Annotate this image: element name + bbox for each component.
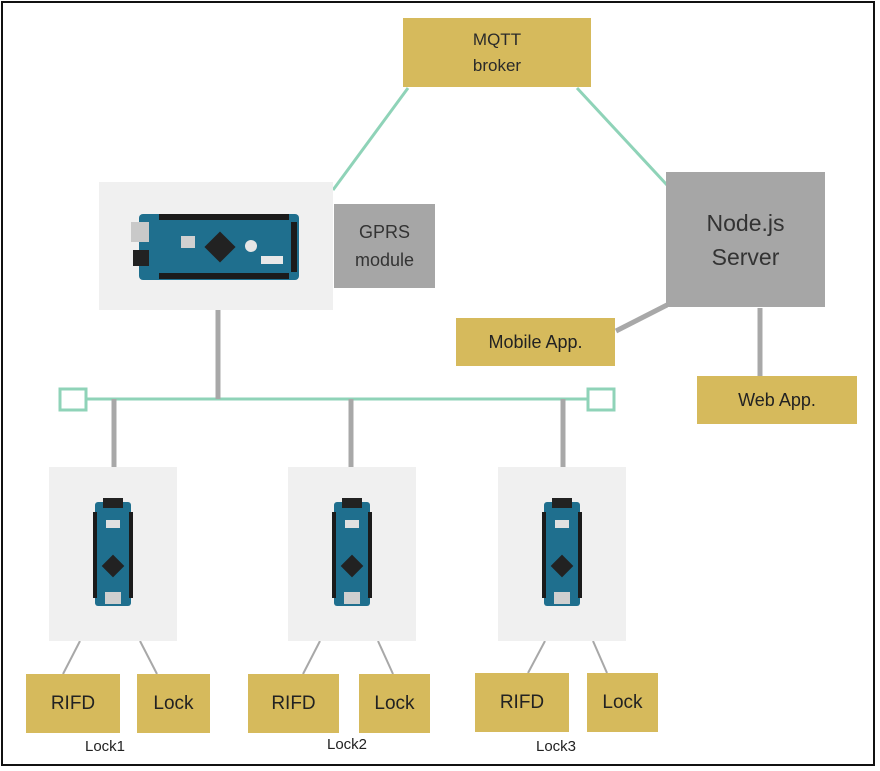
- link-lock1-lock: [139, 640, 158, 675]
- arduino-mega-panel: [99, 182, 333, 310]
- gprs-module-node: GPRS module: [334, 204, 435, 288]
- gprs-line1: GPRS: [358, 222, 410, 242]
- node-line1: Node.js: [706, 209, 785, 236]
- link-mqtt-node: [575, 86, 669, 187]
- arduino-nano-board-icon: [93, 498, 133, 606]
- lock1-caption: Lock1: [85, 738, 126, 755]
- rfid-node-1: RIFD: [26, 674, 120, 733]
- mqtt-broker-node: MQTT broker: [403, 18, 591, 87]
- lock-node-3: Lock: [587, 673, 658, 732]
- link-lock2-rfid: [302, 640, 321, 675]
- lock-label-2: Lock: [374, 692, 415, 714]
- rfid-label-3: RIFD: [499, 691, 545, 713]
- arduino-mega-board-icon: [131, 214, 299, 280]
- link-arduino-mqtt: [331, 87, 410, 191]
- link-lock1-rfid: [62, 640, 81, 675]
- node-line2: Server: [711, 243, 780, 270]
- rfid-label-2: RIFD: [271, 692, 316, 714]
- arduino-nano-board-icon: [332, 498, 372, 606]
- lock-label-1: Lock: [153, 692, 194, 714]
- arduino-nano-panel-1: [49, 467, 177, 641]
- lock-node-2: Lock: [359, 674, 430, 733]
- rfid-node-3: RIFD: [475, 673, 569, 732]
- bus-terminal-right: [586, 387, 616, 412]
- web-app-node: Web App.: [697, 376, 857, 424]
- mobile-app-node: Mobile App.: [456, 318, 615, 366]
- arduino-nano-panel-2: [288, 467, 416, 641]
- link-lock3-rfid: [527, 640, 546, 674]
- mobile-app-label: Mobile App.: [488, 331, 583, 352]
- arduino-nano-panel-3: [498, 467, 626, 641]
- lock3-caption: Lock3: [536, 738, 577, 755]
- gprs-line2: module: [354, 250, 415, 270]
- link-node-mobile: [614, 302, 669, 334]
- link-lock2-lock: [377, 640, 394, 675]
- link-lock3-lock: [592, 640, 608, 674]
- lock2-caption: Lock2: [327, 736, 368, 753]
- rfid-label-1: RIFD: [50, 692, 96, 714]
- lock-label-3: Lock: [602, 691, 643, 713]
- bus-terminal-left: [58, 387, 88, 412]
- web-app-label: Web App.: [738, 389, 816, 410]
- mqtt-broker-line2: broker: [472, 55, 522, 75]
- arduino-nano-board-icon: [542, 498, 582, 606]
- mqtt-broker-line1: MQTT: [472, 29, 522, 49]
- nodejs-server-node: Node.js Server: [666, 172, 825, 307]
- rfid-node-2: RIFD: [248, 674, 339, 733]
- lock-node-1: Lock: [137, 674, 210, 733]
